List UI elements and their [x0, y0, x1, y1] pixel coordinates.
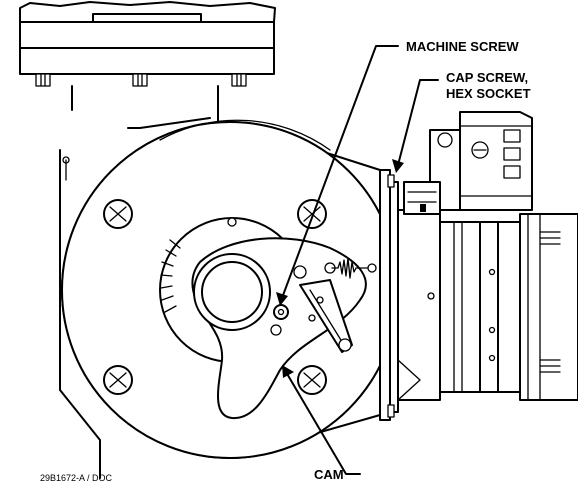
scale-ticks: [160, 239, 181, 313]
linkage: [299, 257, 377, 353]
figure-code: 29B1672-A / DOC: [40, 473, 113, 483]
top-mounting-plate: [19, 1, 276, 87]
label-cap-screw-line1: CAP SCREW,: [446, 70, 528, 85]
spring-icon: [331, 257, 369, 279]
bolt-studs: [35, 73, 247, 87]
label-cap-screw-line2: HEX SOCKET: [446, 86, 531, 101]
label-cam: CAM: [314, 467, 344, 482]
actuator-body: [397, 209, 578, 401]
disc-bolts: [103, 199, 327, 395]
label-machine-screw: MACHINE SCREW: [406, 39, 519, 54]
positioner-box: [403, 111, 533, 215]
flange-plates: [379, 169, 399, 421]
leader-lines: [276, 45, 439, 475]
